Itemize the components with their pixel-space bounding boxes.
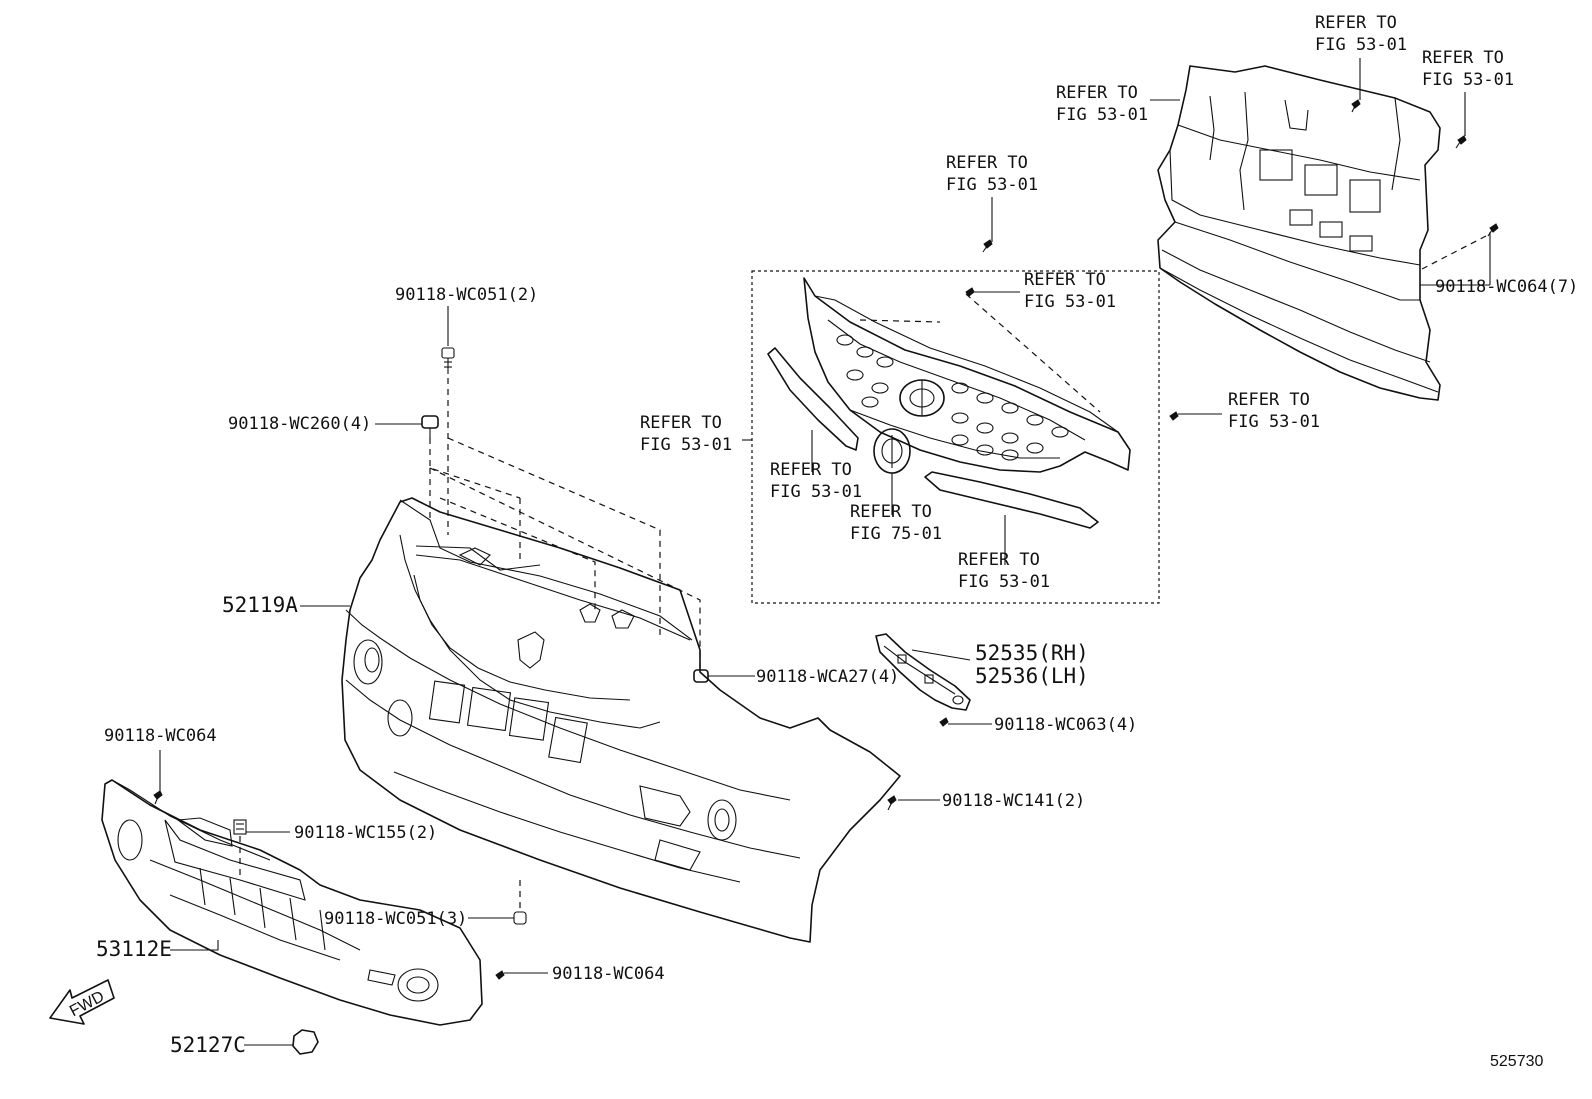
screw-icon bbox=[495, 970, 548, 980]
label-refer-top-3: REFER TO FIG 53-01 bbox=[1056, 83, 1148, 125]
bolt-icon bbox=[1351, 58, 1361, 113]
bolt-icon bbox=[1455, 92, 1467, 149]
svg-text:REFER TO: REFER TO bbox=[850, 502, 932, 522]
label-90118-wc064-a: 90118-WC064 bbox=[104, 726, 217, 746]
label-53112e: 53112E bbox=[96, 937, 172, 961]
clip-icon bbox=[233, 819, 290, 880]
tow-hook-cap bbox=[244, 1029, 319, 1055]
grille-group-box bbox=[751, 270, 1160, 604]
label-90118-wc155-2: 90118-WC155(2) bbox=[294, 823, 437, 843]
bolt-icon bbox=[982, 197, 993, 253]
label-refer-grille-left: REFER TO FIG 53-01 bbox=[640, 413, 732, 455]
svg-text:FIG 53-01: FIG 53-01 bbox=[1228, 412, 1320, 432]
svg-text:REFER TO: REFER TO bbox=[1315, 13, 1397, 33]
label-refer-top-1: REFER TO FIG 53-01 bbox=[1315, 13, 1407, 55]
clip-icon bbox=[375, 415, 439, 438]
clip-icon bbox=[693, 669, 755, 683]
label-90118-wc063-4: 90118-WC063(4) bbox=[994, 715, 1137, 735]
svg-text:FIG 53-01: FIG 53-01 bbox=[1056, 105, 1148, 125]
bolt-icon bbox=[965, 287, 1101, 413]
screw-icon bbox=[468, 911, 527, 925]
radiator-grille bbox=[803, 277, 1131, 473]
bolt-icon bbox=[1169, 411, 1222, 421]
label-52535-rh: 52535(RH) bbox=[975, 641, 1089, 665]
label-90118-wc051-3: 90118-WC051(3) bbox=[324, 909, 467, 929]
svg-text:REFER TO: REFER TO bbox=[1056, 83, 1138, 103]
label-90118-wc141-2: 90118-WC141(2) bbox=[942, 791, 1085, 811]
bolt-icon bbox=[1419, 223, 1499, 271]
label-refer-molding-bottom: REFER TO FIG 53-01 bbox=[958, 550, 1050, 592]
screw-icon bbox=[441, 306, 455, 374]
lower-bumper-cover bbox=[101, 779, 483, 1026]
label-52127c: 52127C bbox=[170, 1033, 246, 1057]
svg-text:FIG 53-01: FIG 53-01 bbox=[1422, 70, 1514, 90]
svg-text:REFER TO: REFER TO bbox=[946, 153, 1028, 173]
label-refer-molding-left: REFER TO FIG 53-01 bbox=[770, 460, 862, 502]
label-52119a: 52119A bbox=[222, 593, 298, 617]
svg-text:REFER TO: REFER TO bbox=[640, 413, 722, 433]
label-52536-lh: 52536(LH) bbox=[975, 664, 1089, 688]
grille-molding-bottom bbox=[924, 471, 1099, 529]
svg-text:FIG 53-01: FIG 53-01 bbox=[1024, 292, 1116, 312]
svg-text:REFER TO: REFER TO bbox=[958, 550, 1040, 570]
label-90118-wca27-4: 90118-WCA27(4) bbox=[756, 667, 899, 687]
diagram-id: 525730 bbox=[1490, 1053, 1543, 1070]
screw-icon bbox=[153, 750, 163, 805]
svg-text:REFER TO: REFER TO bbox=[770, 460, 852, 480]
svg-text:FIG 53-01: FIG 53-01 bbox=[640, 435, 732, 455]
svg-text:REFER TO: REFER TO bbox=[1228, 390, 1310, 410]
label-90118-wc064-7: 90118-WC064(7) bbox=[1435, 277, 1578, 297]
label-refer-grille-top: REFER TO FIG 53-01 bbox=[946, 153, 1038, 195]
svg-text:FIG 53-01: FIG 53-01 bbox=[1315, 35, 1407, 55]
svg-text:FIG 53-01: FIG 53-01 bbox=[770, 482, 862, 502]
label-refer-grille-bolt: REFER TO FIG 53-01 bbox=[1024, 270, 1116, 312]
radiator-support-panel bbox=[1157, 65, 1441, 401]
front-bumper-cover bbox=[341, 497, 901, 943]
screw-icon bbox=[887, 795, 940, 811]
fwd-arrow-icon bbox=[49, 979, 115, 1025]
label-90118-wc051-2: 90118-WC051(2) bbox=[395, 285, 538, 305]
svg-text:REFER TO: REFER TO bbox=[1422, 48, 1504, 68]
grille-molding-left bbox=[767, 347, 859, 451]
svg-text:FIG 75-01: FIG 75-01 bbox=[850, 524, 942, 544]
label-refer-top-2: REFER TO FIG 53-01 bbox=[1422, 48, 1514, 90]
svg-text:FIG 53-01: FIG 53-01 bbox=[946, 175, 1038, 195]
svg-text:FIG 53-01: FIG 53-01 bbox=[958, 572, 1050, 592]
toyota-emblem bbox=[873, 428, 911, 474]
label-refer-emblem: REFER TO FIG 75-01 bbox=[850, 502, 942, 544]
screw-icon bbox=[939, 717, 992, 727]
svg-text:REFER TO: REFER TO bbox=[1024, 270, 1106, 290]
bumper-retainer bbox=[875, 633, 971, 711]
label-refer-grille-right: REFER TO FIG 53-01 bbox=[1228, 390, 1320, 432]
label-90118-wc260-4: 90118-WC260(4) bbox=[228, 414, 371, 434]
label-90118-wc064-b: 90118-WC064 bbox=[552, 964, 665, 984]
